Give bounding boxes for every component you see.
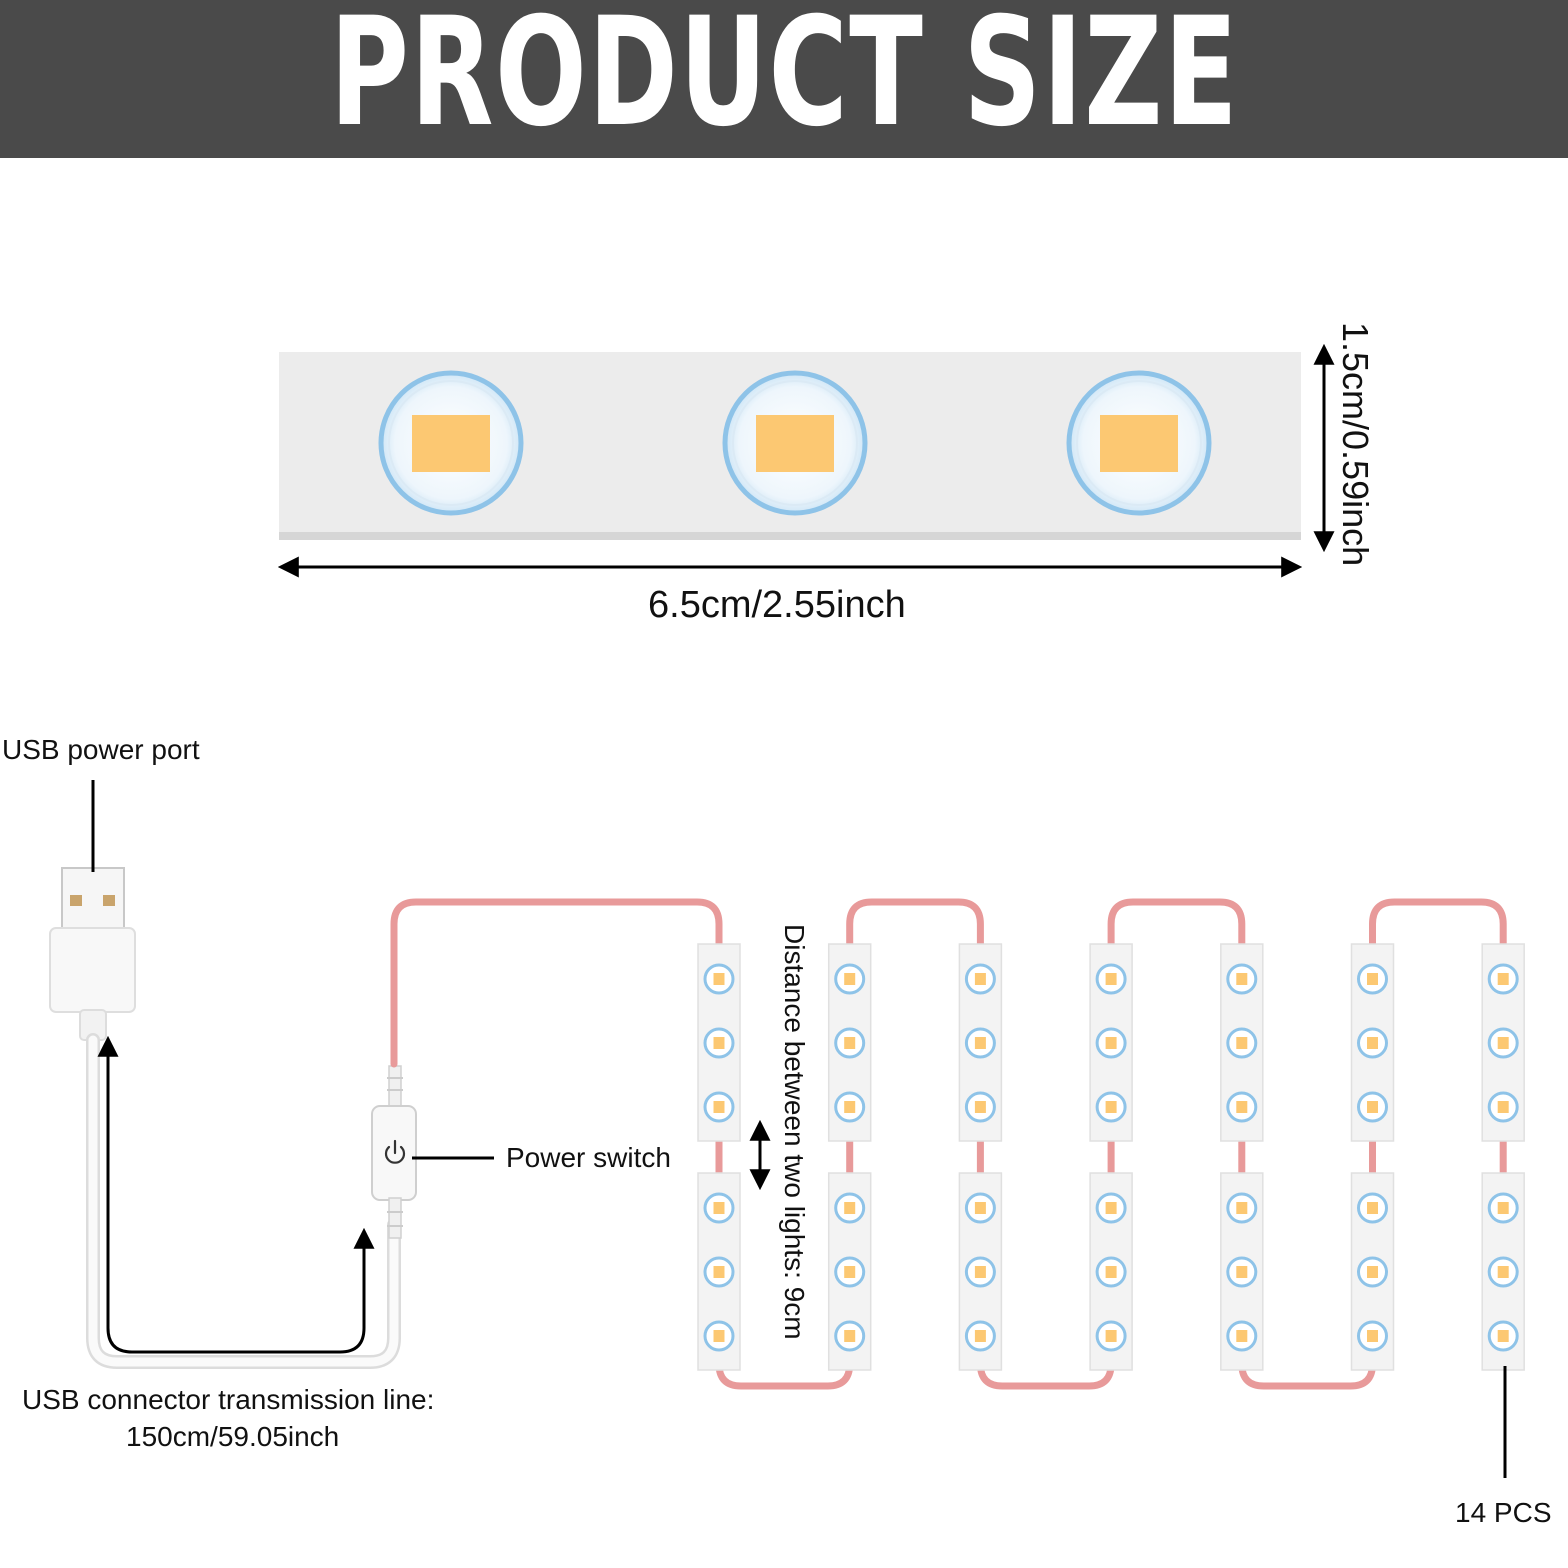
power-icon: [384, 1139, 406, 1164]
module-closeup: [279, 352, 1301, 540]
cable-length-arrow: [97, 1035, 375, 1354]
width-label: 6.5cm/2.55inch: [648, 584, 906, 626]
usb-port-label: USB power port: [2, 734, 200, 765]
closeup-led: [378, 370, 524, 516]
led-module: [1089, 1172, 1133, 1371]
led-module: [1089, 943, 1133, 1142]
usb-plug-icon: [49, 867, 136, 1041]
distance-label: Distance between two lights: 9cm: [779, 924, 810, 1340]
cable-label-line1: USB connector transmission line:: [22, 1384, 435, 1415]
led-module: [1481, 943, 1525, 1142]
closeup-led: [1066, 370, 1212, 516]
cable-label-line2: 150cm/59.05inch: [126, 1421, 340, 1452]
led-module: [697, 1172, 741, 1371]
usb-cable: [88, 1035, 399, 1367]
led-module: [1350, 1172, 1395, 1371]
led-module-array: [697, 943, 1525, 1371]
page-title: PRODUCT SIZE: [329, 0, 1239, 160]
led-module: [958, 943, 1003, 1142]
led-module: [827, 943, 872, 1142]
height-label: 1.5cm/0.59inch: [1335, 322, 1376, 567]
count-label: 14 PCS: [1455, 1497, 1552, 1528]
closeup-led: [722, 370, 868, 516]
power-switch: [371, 1065, 417, 1239]
led-module: [1220, 1172, 1264, 1371]
led-module: [958, 1172, 1003, 1371]
header-banner: PRODUCT SIZE: [0, 0, 1568, 158]
led-module: [1481, 1172, 1525, 1371]
module-edge-shadow: [279, 532, 1301, 540]
usb-cable-outline: [86, 1033, 401, 1369]
led-module: [697, 943, 741, 1142]
led-wiring: [390, 898, 1507, 1390]
led-module: [827, 1172, 872, 1371]
led-module: [1220, 943, 1264, 1142]
led-module: [1350, 943, 1395, 1142]
power-switch-label: Power switch: [506, 1142, 671, 1173]
